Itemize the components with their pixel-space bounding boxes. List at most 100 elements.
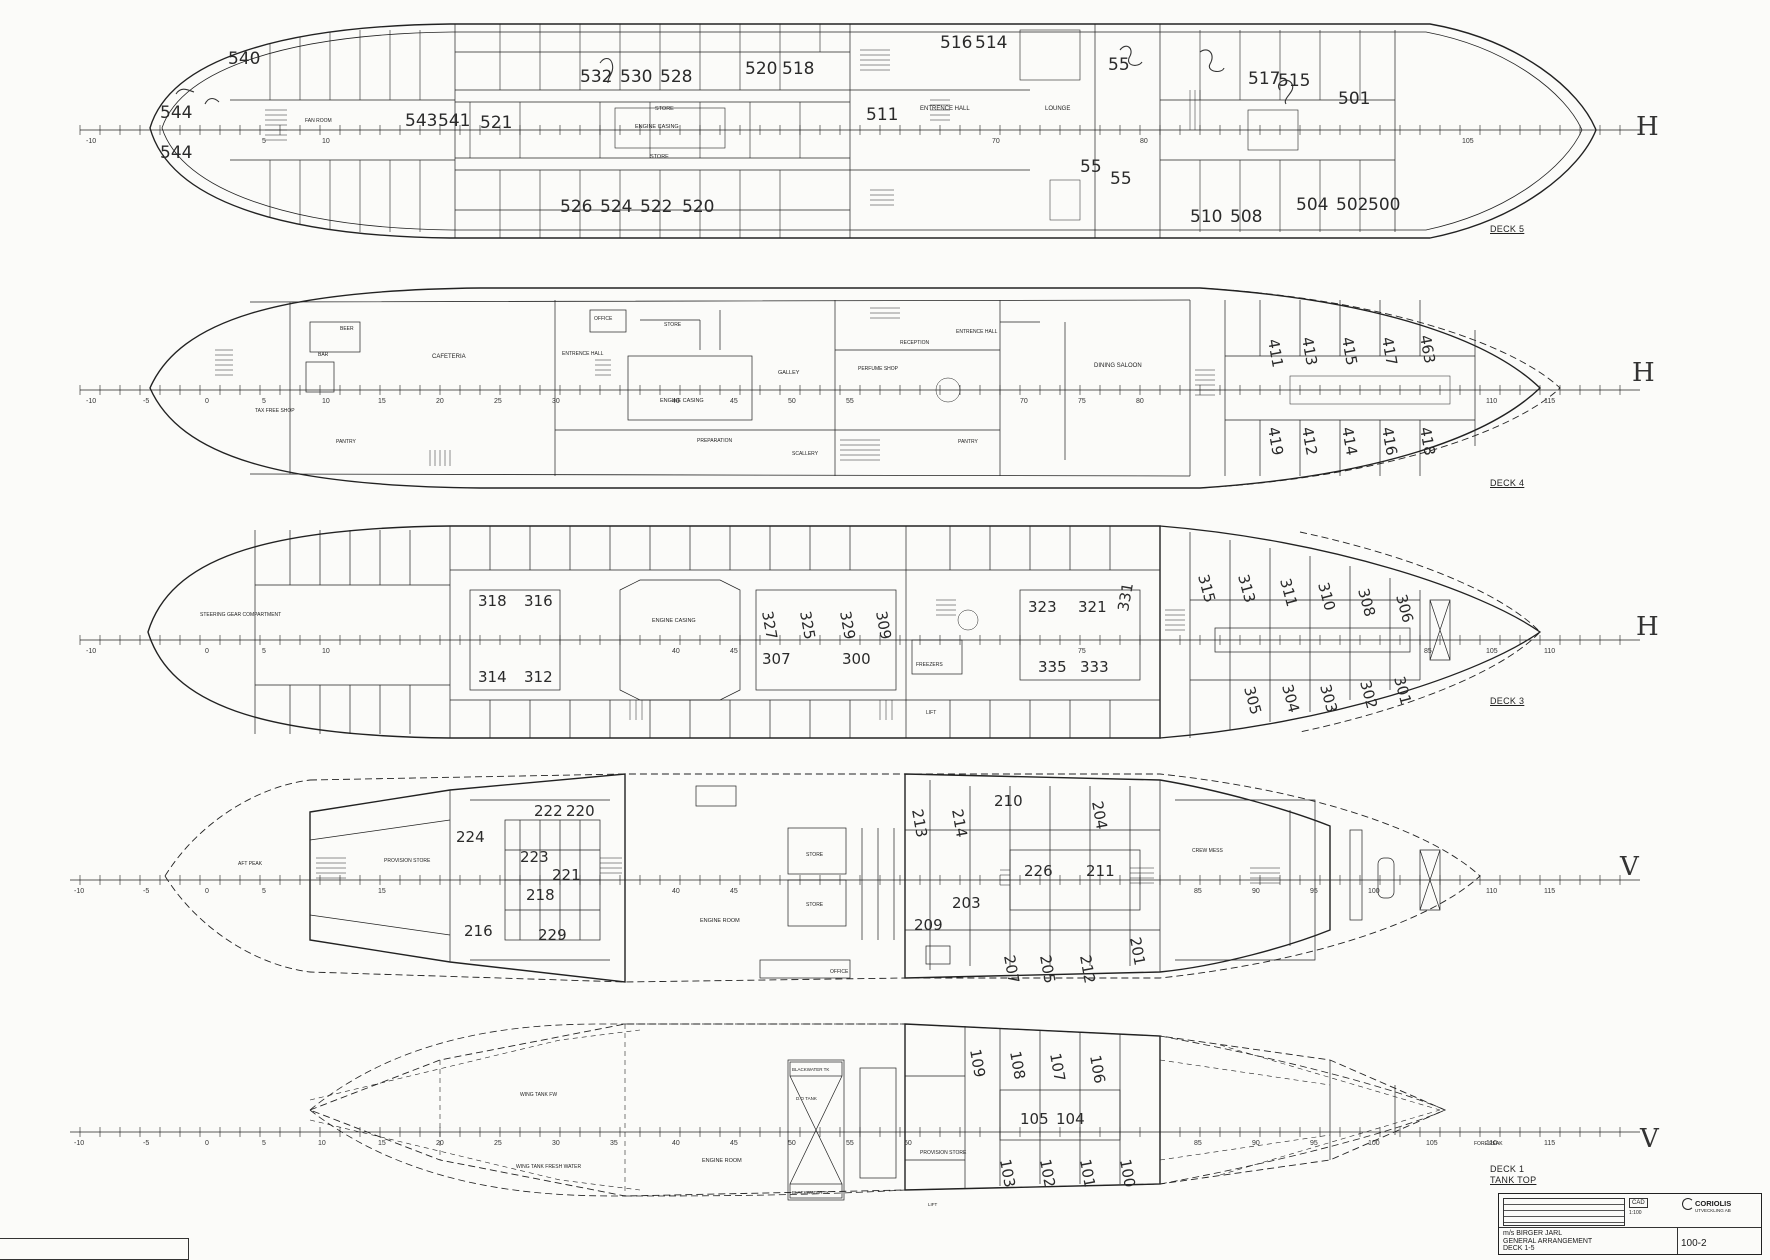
cabin-number: 327 [758, 610, 781, 641]
frame-number: 105 [1486, 648, 1498, 655]
cabin-number: 418 [1416, 426, 1439, 457]
frame-number: 15 [378, 888, 386, 895]
frame-number: 50 [788, 398, 796, 405]
frame-number: 80 [1136, 398, 1144, 405]
room-label: STORE [650, 154, 669, 160]
frame-number: 55 [846, 1140, 854, 1147]
frame-number: 60 [904, 1140, 912, 1147]
frame-number: 55 [846, 398, 854, 405]
cabin-number: 300 [842, 650, 871, 668]
cabin-number: 412 [1298, 426, 1321, 457]
frame-number: -10 [86, 648, 96, 655]
legend-box [0, 1238, 189, 1260]
frame-number: 100 [1368, 888, 1380, 895]
cabin-number: 218 [526, 886, 555, 904]
cabin-number: 214 [948, 808, 971, 839]
frame-number: -10 [86, 398, 96, 405]
room-label: SCALLERY [792, 451, 819, 457]
room-label: WING TANK FRESH WATER [516, 1164, 581, 1170]
frame-number: 95 [1310, 1140, 1318, 1147]
cabin-number: 413 [1298, 336, 1321, 367]
cabin-number: 414 [1338, 426, 1361, 457]
cabin-number: 520 [745, 59, 777, 79]
cabin-number: 109 [966, 1048, 989, 1079]
cabin-number: 209 [914, 916, 943, 934]
frame-number: 0 [205, 888, 209, 895]
frame-number: 90 [1252, 1140, 1260, 1147]
cabin-number: 517 [1248, 69, 1280, 89]
deck-1-label: DECK 1 [1490, 1164, 1525, 1174]
frame-number: 15 [378, 398, 386, 405]
room-label: AFT PEAK [238, 861, 263, 867]
room-label: GALLEY [778, 370, 800, 376]
cabin-number: 419 [1264, 426, 1287, 457]
cabin-number: 416 [1378, 426, 1401, 457]
cabin-number: 207 [1000, 954, 1023, 985]
cabin-number: 521 [480, 113, 512, 133]
cabin-number: 325 [796, 610, 819, 641]
frame-number: 90 [1252, 888, 1260, 895]
deck-1-sublabel: TANK TOP [1490, 1175, 1537, 1185]
room-label: LIFT [928, 1202, 938, 1207]
cabin-number: 311 [1276, 576, 1301, 608]
room-label: STORE [655, 106, 674, 112]
frame-number: -10 [74, 888, 84, 895]
deck-1-marker: V [1640, 1124, 1659, 1154]
frame-number: 20 [436, 398, 444, 405]
frame-number: 25 [494, 398, 502, 405]
frame-number: 110 [1486, 398, 1497, 405]
frame-number: 75 [1078, 648, 1086, 655]
frame-number: -10 [74, 1140, 84, 1147]
cabin-number: 321 [1078, 598, 1107, 616]
cabin-number: 103 [996, 1158, 1019, 1189]
room-label: PREPARATION [697, 438, 732, 444]
cabin-number: 329 [836, 610, 859, 641]
deck-5-label: DECK 5 [1490, 224, 1525, 234]
cabin-number: 226 [1024, 862, 1053, 880]
room-label: STORE [806, 902, 824, 908]
title-block: CAD 1:100 CORIOLIS UTVECKLING AB m/s BIR… [1498, 1193, 1762, 1255]
company-subtitle: UTVECKLING AB [1695, 1208, 1731, 1213]
cabin-number: 229 [538, 926, 567, 944]
cabin-number: 515 [1278, 71, 1310, 91]
deck-4-label: DECK 4 [1490, 478, 1525, 488]
cabin-number: 302 [1356, 678, 1381, 710]
room-label: ENTRENCE HALL [956, 329, 998, 335]
cabin-number: 526 [560, 197, 592, 217]
room-label: ENGINE ROOM [702, 1158, 742, 1164]
cabin-number: 316 [524, 592, 553, 610]
deck-5-text: ENTRENCE HALL LOUNGE FAN ROOM STORE ENGI… [86, 33, 1474, 227]
divider [1677, 1227, 1678, 1254]
room-label: PANTRY [958, 439, 978, 445]
company-logo-icon [1682, 1198, 1694, 1210]
room-label: PROVISION STORE [920, 1150, 967, 1156]
ship-name: m/s BIRGER JARL [1503, 1230, 1563, 1237]
frame-number: 5 [262, 398, 266, 405]
frame-number: 35 [610, 1140, 618, 1147]
frame-number: 70 [992, 138, 1000, 145]
cabin-number: 220 [566, 802, 595, 820]
cabin-number: 518 [782, 59, 814, 79]
cabin-number: 312 [524, 668, 553, 686]
drawing-name: GENERAL ARRANGEMENT [1503, 1237, 1593, 1245]
deck-5-marker: H [1636, 112, 1659, 142]
cabin-number: 331 [1114, 581, 1137, 612]
frame-number: 70 [1020, 398, 1028, 405]
room-label: ENTRENCE HALL [562, 351, 604, 357]
cabin-number: 309 [872, 610, 895, 641]
cabin-number: 314 [478, 668, 507, 686]
drawing-scale: 1:100 [1629, 1210, 1642, 1216]
cabin-number: 205 [1036, 954, 1059, 985]
deck-1-plan [70, 1023, 1640, 1201]
room-label: CAFETERIA [432, 354, 466, 360]
cabin-number: 308 [1354, 586, 1379, 618]
frame-number: 40 [672, 648, 680, 655]
cabin-number: 508 [1230, 207, 1262, 227]
room-label: ENGINE ROOM [700, 918, 740, 924]
cabin-number: 303 [1316, 682, 1341, 714]
cabin-number: 463 [1416, 334, 1439, 365]
room-label: ENGINE CASING [652, 618, 696, 624]
deck-2-plan [70, 773, 1640, 983]
frame-number: 30 [552, 398, 560, 405]
room-label: ENGINE CASING [660, 398, 704, 404]
